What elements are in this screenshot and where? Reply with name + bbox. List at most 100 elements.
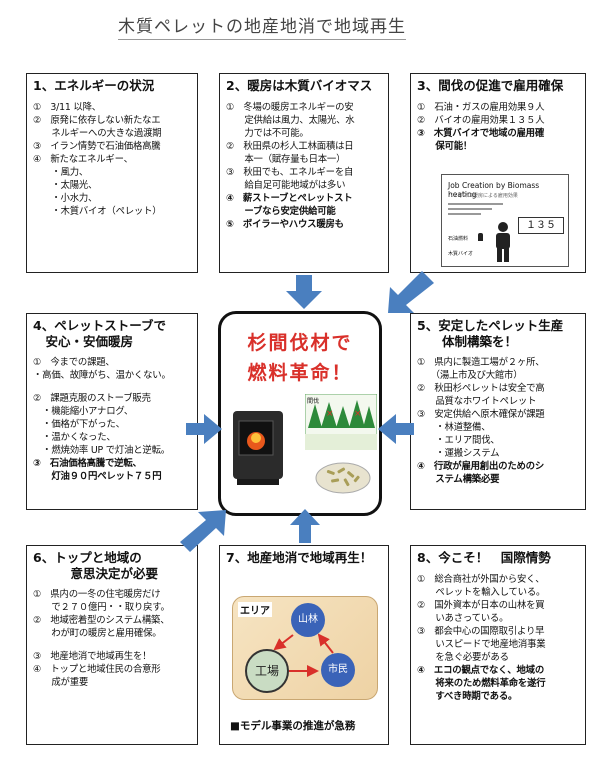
right-arrow-icon [186,414,222,444]
center-line-1: 杉間伐材で [247,332,353,354]
box-line: ・太陽光、 [33,179,98,191]
svg-text:×: × [326,409,334,419]
box-line: ⑤ ボイラーやハウス暖房も [226,218,344,230]
center-line-2: 燃料革命！ [247,362,353,384]
up-arrow-icon [290,509,320,543]
job-image-text-lines [448,203,503,219]
box-line: 将来のため燃料革命を遂行 [417,677,546,689]
box-line: ③ イラン情勢で石油価格高騰 [33,140,161,152]
box-line: 品質なホワイトペレット [417,396,537,408]
svg-text:×: × [354,409,362,419]
factory-node: 工場 [245,649,289,693]
box-line: ① 3/11 以降、 [33,101,101,113]
mountain-node: 山林 [291,603,325,637]
box-line: ステム構築必要 [417,474,500,486]
box-line: すべき時期である。 [417,690,518,702]
box-line: 保可能！ [417,140,473,152]
box-lines: ① 冬場の暖房エネルギーの安 定供給は風力、太陽光、水 力では不可能。② 秋田県… [226,101,382,231]
pellet-stove-image [233,411,283,485]
box-line: ③ 安定供給へ原木確保が課題 [417,409,545,421]
box-line [33,640,191,650]
box-line: ・林道整備、 [417,422,491,434]
box-heading: 6、トップと地域の 意思決定が必要 [33,550,159,581]
box-line: ーブなら安定供給可能 [226,205,336,217]
box-line: ・高価、故障がち、温かくない。 [33,370,171,382]
box-line: ② 原発に依存しない新たなエ [33,114,161,126]
box-line: ・風力、 [33,166,89,178]
box-heading: 4、ペレットストーブで 安心・安価暖房 [33,318,166,349]
job-image-label-2: 木質バイオ [448,251,474,257]
down-left-arrow-icon [388,271,434,313]
box-wood-biomass-heating: 2、暖房は木質バイオマス ① 冬場の暖房エネルギーの安 定供給は風力、太陽光、水… [219,73,389,273]
box-line: ② 地域密着型のシステム構築、 [33,615,170,627]
box-international: 8、今こそ！ 国際情勢 ① 総合商社が外国から安く、 ペレットを輸入している。②… [410,545,586,745]
area-label: エリア [238,602,272,617]
box-line: 給自足可能地域がは多い [226,179,346,191]
box-line: ③ 木質バイオで地域の雇用確 [417,127,545,139]
job-creation-image: Job Creation by Biomass heating バイオマス暖房に… [441,174,569,267]
box-line: ③ 都会中心の国際取引より早 [417,625,545,637]
box-heading: 3、間伐の促進で雇用確保 [417,78,564,93]
box-line: ② バイオの雇用効果１３５人 [417,114,545,126]
box-line: ネルギーへの大きな過渡期 [33,127,162,139]
left-arrow-icon [378,414,414,444]
model-diagram: エリア 山林 工場 市民 [232,596,378,700]
box-line: ・温かくなった、 [33,432,116,444]
box-line: わが町の暖房と雇用確保。 [33,628,162,640]
box-line: ② 秋田県の杉人工林面積は日 [226,140,354,152]
box-heading: 8、今こそ！ 国際情勢 [417,550,551,565]
box-line: ③ 秋田でも、エネルギーを自 [226,166,354,178]
box-heading: 7、地産地消で地域再生！ [226,550,373,565]
box-heading: 5、安定したペレット生産 体制構築を！ [417,318,564,349]
box-line: いスピードで地産地消事業 [417,638,546,650]
box-decision-making: 6、トップと地域の 意思決定が必要 ① 県内の一冬の住宅暖房だけ で２７０億円・… [26,545,198,745]
box-line: 本一（賦存量も日本一） [226,153,346,165]
up-right-arrow-icon [180,510,226,552]
box-energy-situation: 1、エネルギーの状況 ① 3/11 以降、② 原発に依存しない新たなエ ネルギー… [26,73,198,273]
center-panel: 杉間伐材で 燃料革命！ × × 間伐 [218,311,382,516]
box-line: 灯油９０円ペレット７５円 [33,471,162,483]
box-line: ③ 地産地消で地域再生を！ [33,651,152,663]
box-heading: 1、エネルギーの状況 [33,78,155,93]
page-title: 木質ペレットの地産地消で地域再生 [118,12,406,40]
box-line: ・燃焼効率 UP で灯油と逆転。 [33,445,170,457]
box-line: ④ エコの観点でなく、地域の [417,664,545,676]
box-line: ・小水力、 [33,192,98,204]
box-line: ① 県内に製造工場が２ヶ所、 [417,357,545,369]
wood-pellets-image [315,462,371,494]
job-count-callout: １３５ [518,217,564,234]
box-line: ・エリア間伐、 [417,435,500,447]
box-line: ・価格が下がった、 [33,419,125,431]
forest-thinning-image: × × [305,394,377,450]
box-line: ① 今までの課題、 [33,357,115,369]
job-image-title: Job Creation by Biomass heating [448,181,540,199]
box-line: ③ 石油価格高騰で逆転、 [33,458,142,470]
model-footer: ■モデル事業の推進が急務 [230,720,356,732]
box-heading: 2、暖房は木質バイオマス [226,78,373,93]
box-line: ② 課題克服のストーブ販売 [33,393,151,405]
box-line: ① 冬場の暖房エネルギーの安 [226,101,354,113]
box-line: ② 国外資本が日本の山林を買 [417,599,545,611]
box-line: 力では不可能。 [226,127,309,139]
box-line: いあさっている。 [417,612,509,624]
box-line: を急ぐ必要がある [417,651,509,663]
box-line: 定供給は風力、太陽光、水 [226,114,355,126]
box-local-production: 7、地産地消で地域再生！ エリア 山林 工場 市民 ■モデル事業の推進が急務 [219,545,389,745]
box-lines: ① 総合商社が外国から安く、 ペレットを輸入している。② 国外資本が日本の山林を… [417,573,579,703]
box-line: ペレットを輸入している。 [417,586,546,598]
job-image-label-1: 石油燃料 [448,236,469,242]
box-line: ④ 新たなエネルギー、 [33,153,133,165]
job-image-subtitle: バイオマス暖房による雇用効果 [448,193,518,199]
box-line: ・木質バイオ（ペレット） [33,205,162,217]
box-lines: ① 今までの課題、・高価、故障がち、温かくない。② 課題克服のストーブ販売 ・機… [33,356,191,483]
box-line: ④ 行政が雇用創出のためのシ [417,461,545,473]
box-line: （湯上市及び大館市） [417,370,523,382]
down-arrow-icon [286,275,322,309]
box-line [33,382,191,392]
box-line: ・運搬システム [417,448,500,460]
small-person-icon [478,233,483,241]
thinning-sign: 間伐 [307,398,320,405]
box-line: ④ 薪ストーブとペレットスト [226,192,353,204]
